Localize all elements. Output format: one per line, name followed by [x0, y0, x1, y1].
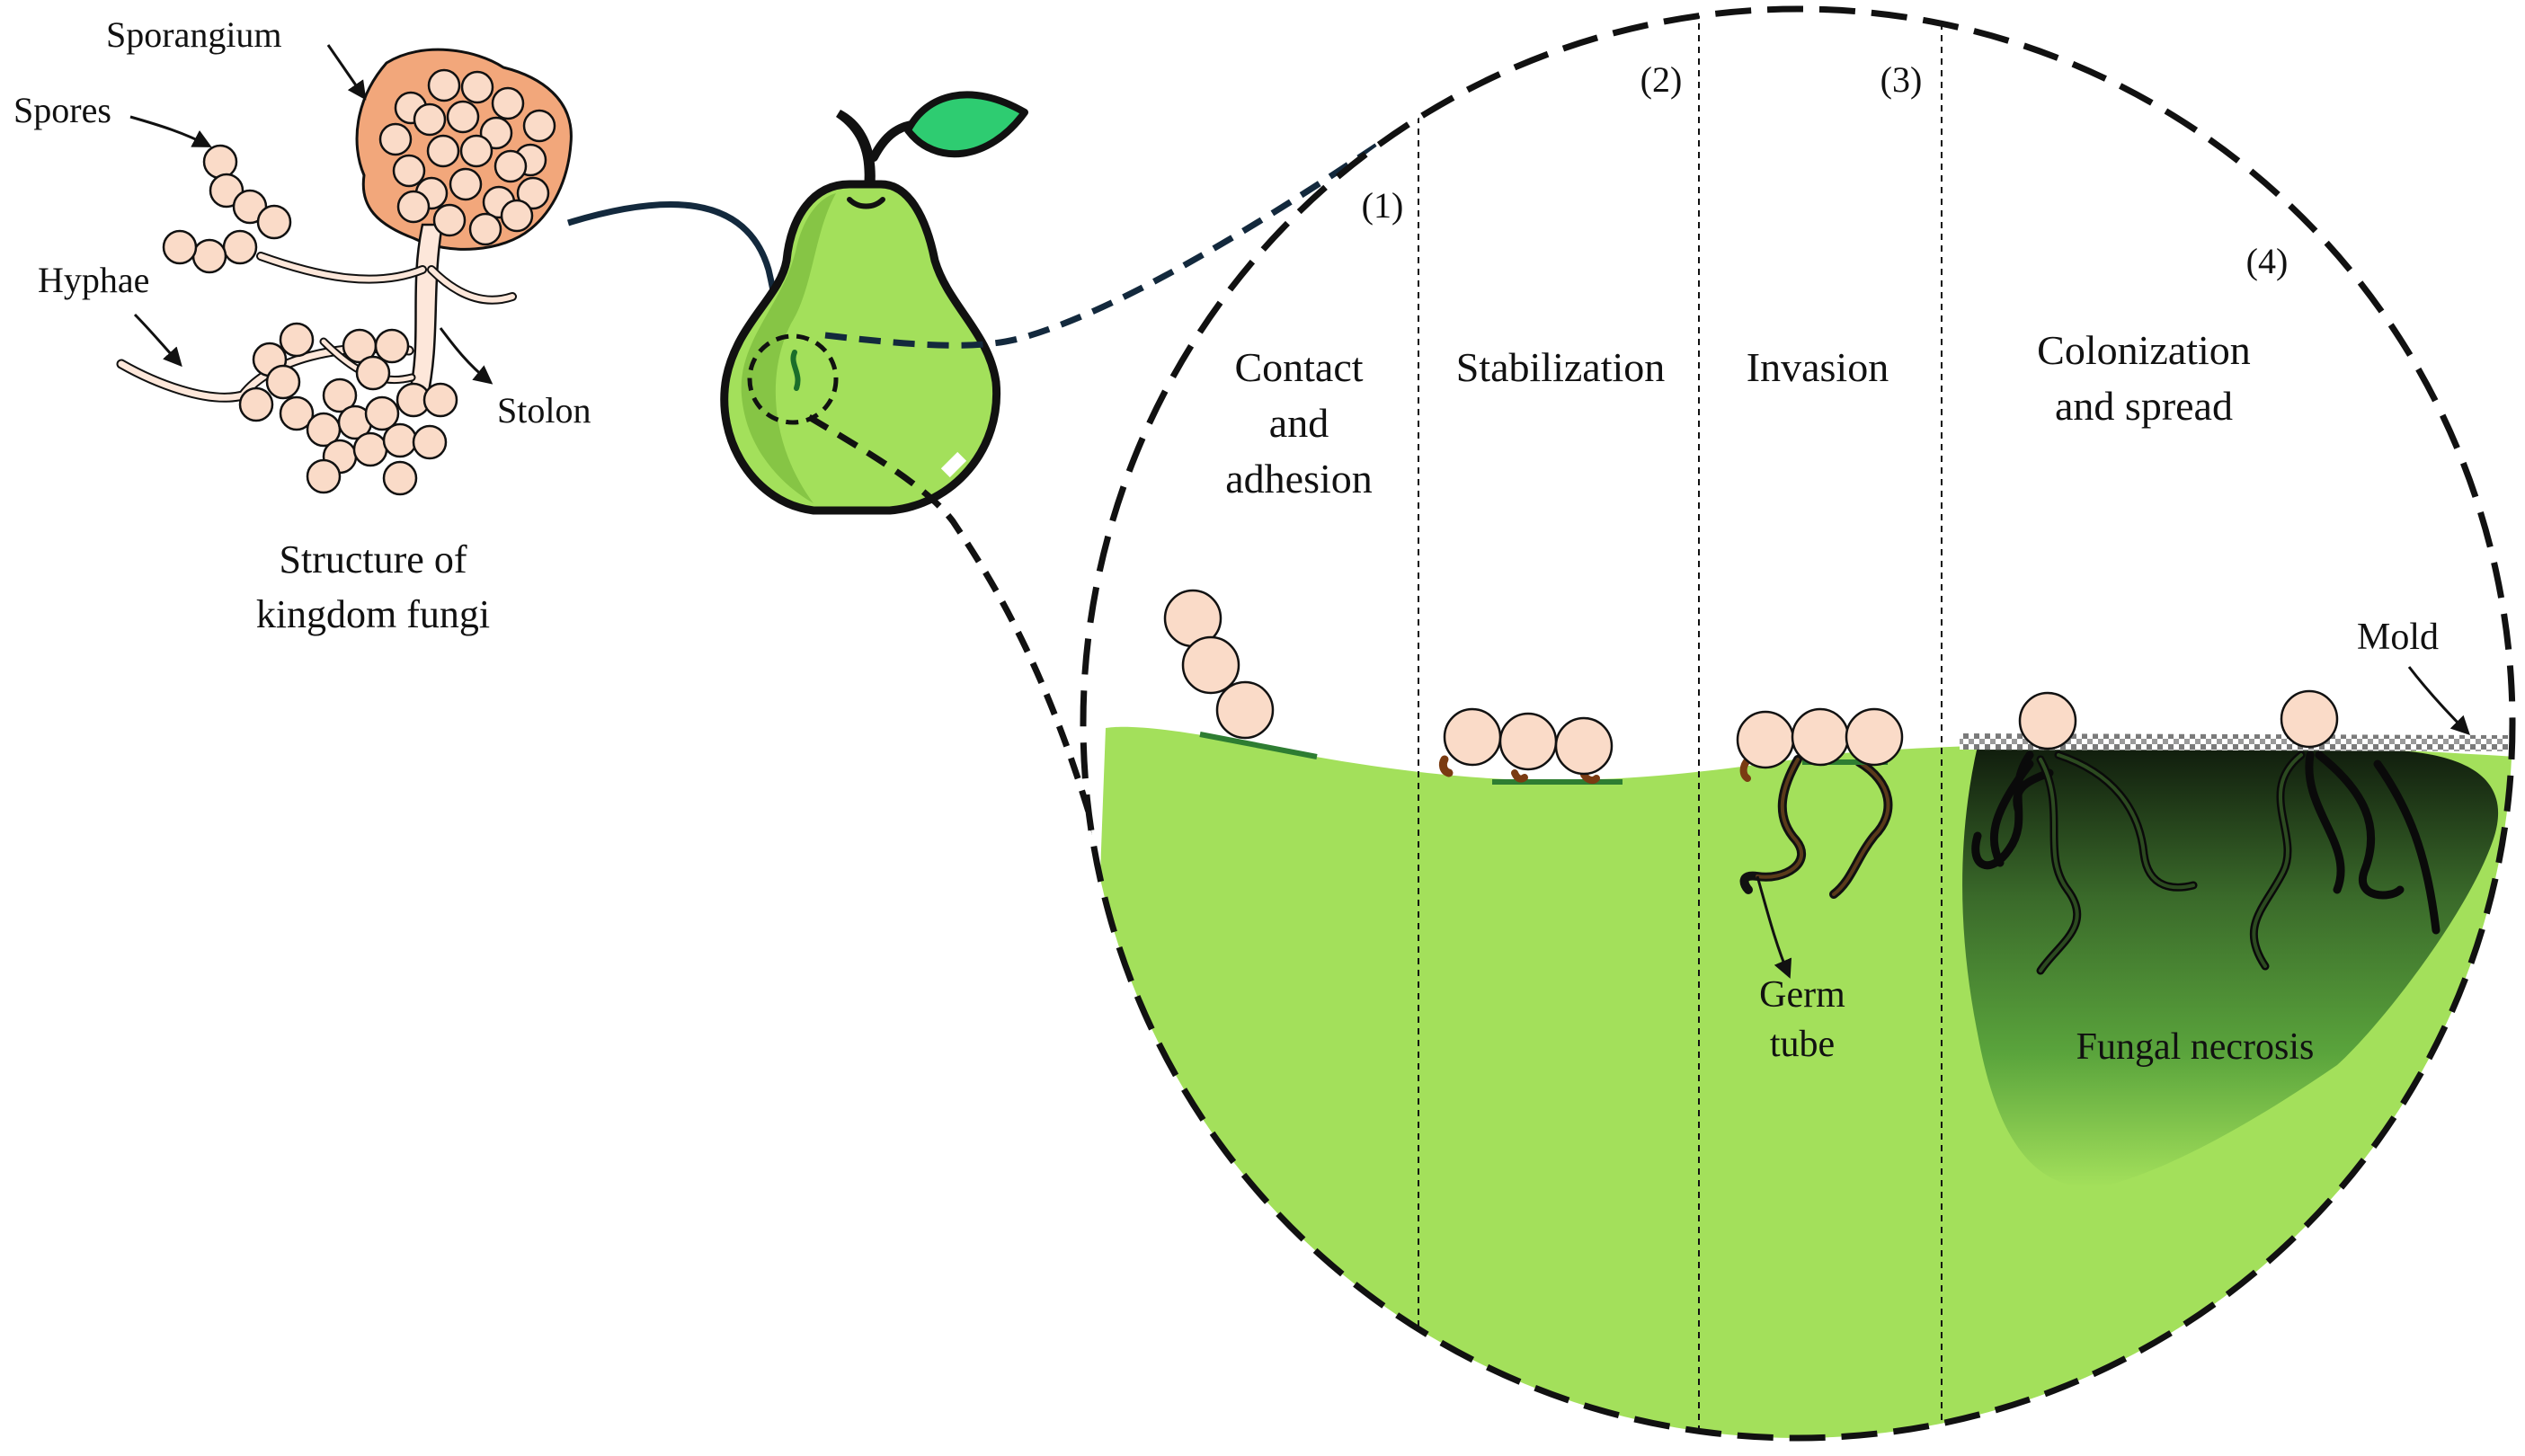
- spores-stage-2: [1438, 707, 1614, 785]
- fungus-structure: [116, 44, 573, 496]
- sporangium-pointer: [326, 44, 367, 101]
- germ-tubes: [1739, 755, 1893, 899]
- step-1-title-line2: and: [1269, 400, 1329, 446]
- spores-stage-4: [2018, 689, 2339, 750]
- structure-label-line1: Structure of: [280, 537, 467, 582]
- hyphae-label: Hyphae: [38, 260, 149, 300]
- spores-stage-1: [1163, 589, 1275, 740]
- spores-stage-3: [1736, 707, 1904, 782]
- pear-gap: [940, 451, 967, 478]
- sporangium-spores: [378, 68, 556, 246]
- hyphae-pointer: [133, 313, 182, 368]
- sporangium-label: Sporangium: [106, 14, 282, 55]
- stolon-pointer: [439, 327, 493, 385]
- step-3-title: Invasion: [1747, 344, 1889, 390]
- pear-shading: [741, 193, 836, 503]
- spores-pointer: [129, 115, 212, 147]
- step-2-number: (2): [1640, 59, 1683, 100]
- pear-stem: [836, 110, 876, 196]
- germ-tube-pointer: [1756, 875, 1792, 979]
- spore-chain-upper: [162, 144, 292, 274]
- pear-infection-spot: [747, 333, 839, 425]
- step-4-title-line1: Colonization: [2037, 327, 2251, 373]
- adhesion-line-1: [1199, 732, 1318, 759]
- step-4-title-line2: and spread: [2055, 383, 2233, 429]
- step-1-title-line1: Contact: [1234, 344, 1363, 390]
- zoom-circle-outline: [1080, 5, 2516, 1442]
- pear-leaf: [904, 91, 1028, 158]
- germ-tube-label-line2: tube: [1770, 1024, 1835, 1065]
- stage-dividers: [1418, 9, 1943, 1438]
- mold-pointer: [2407, 666, 2470, 735]
- spore-cluster-lower: [238, 322, 458, 496]
- stolon-stalk: [407, 223, 444, 402]
- pear-top-notch: [847, 197, 885, 209]
- step-3-number: (3): [1880, 59, 1923, 100]
- fungal-necrosis-label: Fungal necrosis: [2076, 1026, 2315, 1068]
- structure-label-line2: kingdom fungi: [256, 592, 490, 636]
- step-1-number: (1): [1362, 185, 1404, 226]
- zoom-connector-bottom: [807, 413, 1118, 909]
- step-2-title: Stabilization: [1456, 344, 1666, 390]
- mold-label: Mold: [2357, 617, 2439, 658]
- necrosis-region: [1962, 741, 2499, 1187]
- mold-layer: [1960, 733, 2508, 751]
- spores-label: Spores: [13, 90, 111, 130]
- step-4-number: (4): [2246, 241, 2289, 281]
- germ-tube-label-line1: Germ: [1759, 974, 1845, 1016]
- infection-arrow: [566, 201, 796, 345]
- stolon-label: Stolon: [497, 390, 591, 431]
- step-1-title-line3: adhesion: [1225, 456, 1373, 502]
- zoom-circle: [1080, 5, 2516, 1442]
- pear-fruit: [720, 91, 1028, 515]
- pear-lesion-mark: [790, 350, 801, 391]
